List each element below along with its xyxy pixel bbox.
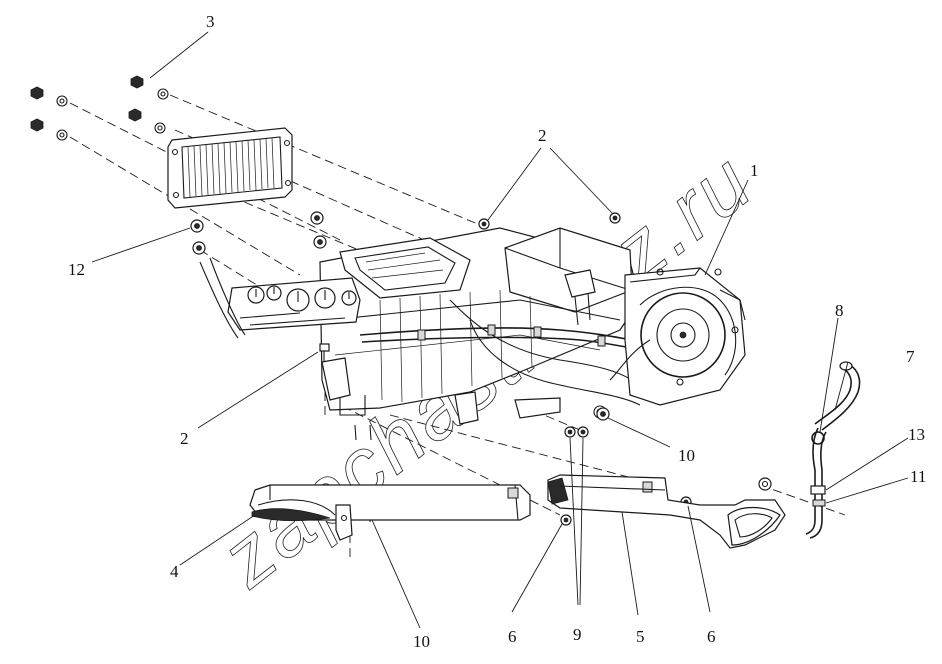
leader-lines xyxy=(91,31,909,629)
callout-12: 12 xyxy=(68,260,85,279)
heater-control-panel xyxy=(199,257,361,339)
bolt-icon xyxy=(319,343,330,362)
nut-icon xyxy=(192,241,206,255)
small-fasteners xyxy=(190,211,772,526)
cabin-filter-panel xyxy=(167,127,293,209)
knob-icon xyxy=(341,290,357,306)
nuts-and-washers xyxy=(30,75,169,141)
nut-icon xyxy=(190,219,204,233)
hex-nut-icon xyxy=(130,75,144,89)
callout-numbers: 1 2 2 3 4 5 6 6 7 8 9 10 10 11 12 13 xyxy=(68,12,926,651)
knob-icon xyxy=(247,286,265,304)
nut-icon xyxy=(564,426,576,438)
washer-icon xyxy=(56,129,68,141)
washer-icon xyxy=(157,88,169,100)
knob-icon xyxy=(314,287,336,309)
nut-icon xyxy=(560,514,572,526)
hex-nut-icon xyxy=(128,108,142,122)
hex-nut-icon xyxy=(30,118,44,132)
knob-icon xyxy=(266,285,282,301)
nut-icon xyxy=(313,235,327,249)
callout-10-right: 10 xyxy=(678,446,695,465)
filter-grille xyxy=(187,137,275,198)
callout-2-top: 2 xyxy=(538,126,547,145)
washer-icon xyxy=(56,95,68,107)
air-duct-left xyxy=(249,484,531,541)
nut-icon xyxy=(478,218,490,230)
fan-housing xyxy=(640,292,726,378)
heater-housing xyxy=(319,227,671,441)
callout-1: 1 xyxy=(750,161,759,180)
heater-tube-assembly xyxy=(805,361,861,539)
callout-3: 3 xyxy=(206,12,215,31)
callout-6-right: 6 xyxy=(707,627,716,646)
fitting-icon xyxy=(810,485,826,507)
washer-icon xyxy=(154,122,166,134)
callout-4: 4 xyxy=(170,562,179,581)
air-duct-right xyxy=(547,474,786,549)
callout-7: 7 xyxy=(906,347,915,366)
callout-13: 13 xyxy=(908,425,925,444)
nut-icon xyxy=(758,477,772,491)
callout-2-left: 2 xyxy=(180,429,189,448)
callout-8: 8 xyxy=(835,301,844,320)
nut-icon xyxy=(577,426,589,438)
nut-icon xyxy=(596,407,610,421)
blower-motor-unit xyxy=(609,267,746,406)
callout-5: 5 xyxy=(636,627,645,646)
callout-11: 11 xyxy=(910,467,926,486)
callout-6-left: 6 xyxy=(508,627,517,646)
knob-icon xyxy=(286,288,310,312)
callout-9: 9 xyxy=(573,625,582,644)
hex-nut-icon xyxy=(30,86,44,100)
hose-clamp-icon xyxy=(811,431,825,445)
nut-icon xyxy=(609,212,621,224)
nut-icon xyxy=(310,211,324,225)
callout-10-bottom: 10 xyxy=(413,632,430,651)
